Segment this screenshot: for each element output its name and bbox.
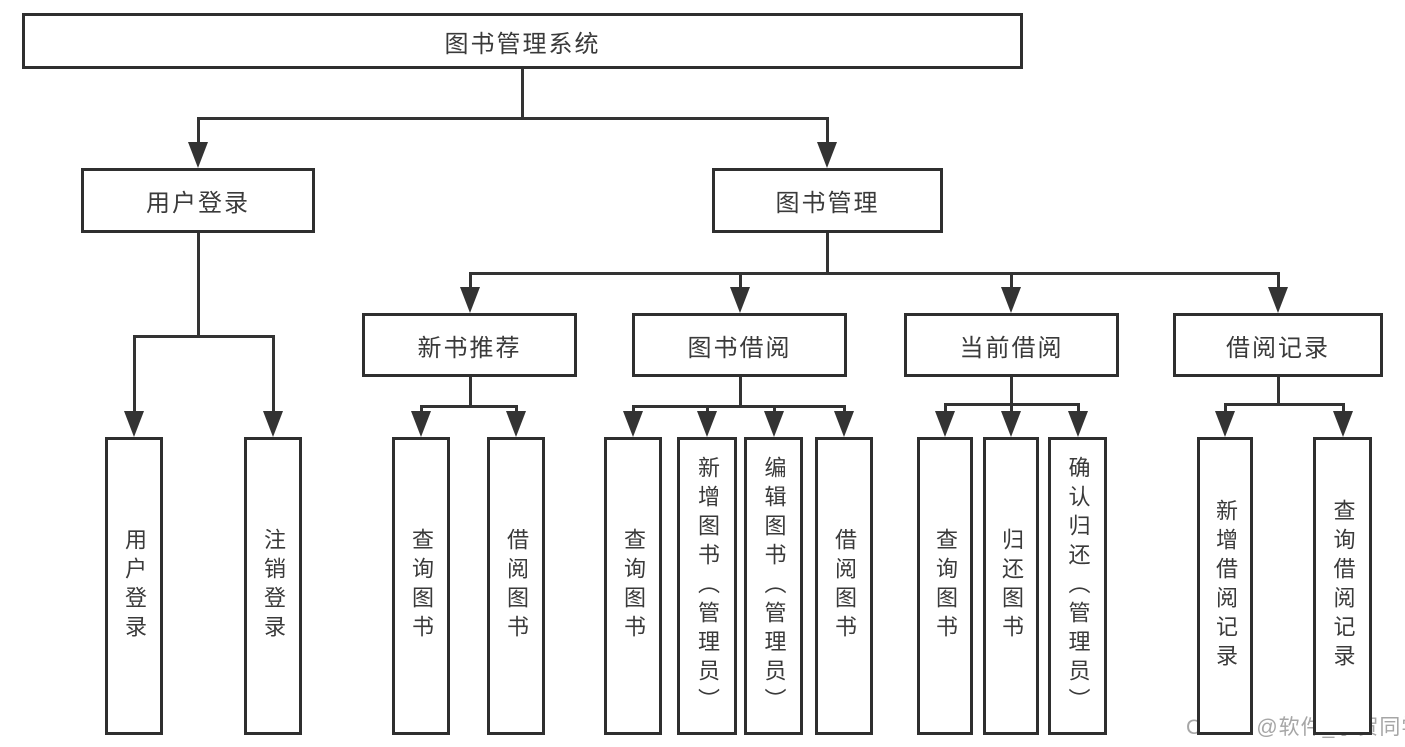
node-leaf-return-books: 归还图书 bbox=[983, 437, 1039, 735]
node-leaf-borrow-books-1: 借阅图书 bbox=[487, 437, 545, 735]
node-leaf-edit-books-label: 编辑图书（管理员） bbox=[761, 455, 787, 717]
node-leaf-return-books-label: 归还图书 bbox=[999, 528, 1024, 644]
connector-line-horizontal bbox=[197, 117, 829, 120]
arrowhead-down-icon bbox=[1333, 411, 1353, 437]
arrowhead-down-icon bbox=[124, 411, 144, 437]
arrowhead-down-icon bbox=[411, 411, 431, 437]
connector-line-vertical bbox=[197, 232, 200, 337]
connector-arrow-stem bbox=[1010, 272, 1013, 291]
connector-arrow-stem bbox=[1277, 272, 1280, 291]
arrowhead-down-icon bbox=[764, 411, 784, 437]
connector-line-vertical bbox=[739, 376, 742, 407]
arrowhead-down-icon bbox=[697, 411, 717, 437]
connector-arrow-stem bbox=[706, 405, 709, 415]
node-leaf-add-record-label: 新增借阅记录 bbox=[1213, 499, 1238, 673]
arrowhead-down-icon bbox=[188, 142, 208, 168]
node-leaf-query-books-3: 查询图书 bbox=[917, 437, 973, 735]
node-borrowing-records: 借阅记录 bbox=[1173, 313, 1383, 377]
connector-line-horizontal bbox=[420, 405, 518, 408]
node-leaf-query-books-3-label: 查询图书 bbox=[933, 528, 958, 644]
arrowhead-down-icon bbox=[817, 142, 837, 168]
connector-line-vertical bbox=[1277, 376, 1280, 405]
node-user-login: 用户登录 bbox=[81, 168, 315, 233]
connector-line-vertical bbox=[521, 68, 524, 119]
node-leaf-user-login-label: 用户登录 bbox=[122, 528, 147, 644]
connector-arrow-stem bbox=[1224, 403, 1227, 415]
node-book-borrowing: 图书借阅 bbox=[632, 313, 847, 377]
node-leaf-query-books-2: 查询图书 bbox=[604, 437, 662, 735]
node-current-borrowing-label: 当前借阅 bbox=[959, 334, 1064, 362]
connector-arrow-stem bbox=[826, 117, 829, 146]
node-leaf-borrow-books-1-label: 借阅图书 bbox=[504, 528, 529, 644]
connector-arrow-stem bbox=[420, 405, 423, 415]
node-leaf-logout: 注销登录 bbox=[244, 437, 302, 735]
node-leaf-query-record: 查询借阅记录 bbox=[1313, 437, 1372, 735]
connector-line-vertical bbox=[826, 232, 829, 274]
node-leaf-add-books: 新增图书（管理员） bbox=[677, 437, 737, 735]
connector-line-horizontal bbox=[469, 272, 1280, 275]
node-leaf-add-record: 新增借阅记录 bbox=[1197, 437, 1253, 735]
node-root: 图书管理系统 bbox=[22, 13, 1023, 69]
connector-arrow-stem bbox=[272, 335, 275, 415]
arrowhead-down-icon bbox=[460, 287, 480, 313]
connector-arrow-stem bbox=[197, 117, 200, 146]
node-leaf-query-books-2-label: 查询图书 bbox=[621, 528, 646, 644]
arrowhead-down-icon bbox=[730, 287, 750, 313]
node-leaf-user-login: 用户登录 bbox=[105, 437, 163, 735]
connector-arrow-stem bbox=[133, 335, 136, 415]
node-leaf-confirm-return-label: 确认归还（管理员） bbox=[1065, 455, 1091, 717]
connector-line-horizontal bbox=[632, 405, 846, 408]
node-leaf-borrow-books-2-label: 借阅图书 bbox=[832, 528, 857, 644]
connector-arrow-stem bbox=[1010, 403, 1013, 415]
connector-arrow-stem bbox=[773, 405, 776, 415]
node-current-borrowing: 当前借阅 bbox=[904, 313, 1119, 377]
connector-line-horizontal bbox=[1224, 403, 1345, 406]
node-leaf-query-books-1: 查询图书 bbox=[392, 437, 450, 735]
node-leaf-confirm-return: 确认归还（管理员） bbox=[1048, 437, 1107, 735]
arrowhead-down-icon bbox=[623, 411, 643, 437]
connector-arrow-stem bbox=[1077, 403, 1080, 415]
node-book-borrowing-label: 图书借阅 bbox=[687, 334, 792, 362]
arrowhead-down-icon bbox=[506, 411, 526, 437]
arrowhead-down-icon bbox=[834, 411, 854, 437]
arrowhead-down-icon bbox=[1001, 411, 1021, 437]
node-leaf-logout-label: 注销登录 bbox=[261, 528, 286, 644]
node-book-management: 图书管理 bbox=[712, 168, 943, 233]
node-leaf-query-books-1-label: 查询图书 bbox=[409, 528, 434, 644]
arrowhead-down-icon bbox=[1215, 411, 1235, 437]
connector-line-vertical bbox=[1010, 376, 1013, 405]
arrowhead-down-icon bbox=[263, 411, 283, 437]
node-leaf-add-books-label: 新增图书（管理员） bbox=[695, 455, 720, 717]
connector-arrow-stem bbox=[469, 272, 472, 291]
arrowhead-down-icon bbox=[935, 411, 955, 437]
node-new-book-recommend: 新书推荐 bbox=[362, 313, 577, 377]
connector-line-vertical bbox=[469, 376, 472, 407]
arrowhead-down-icon bbox=[1001, 287, 1021, 313]
node-root-label: 图书管理系统 bbox=[444, 30, 601, 58]
node-book-management-label: 图书管理 bbox=[775, 190, 880, 217]
arrowhead-down-icon bbox=[1268, 287, 1288, 313]
connector-arrow-stem bbox=[632, 405, 635, 415]
connector-arrow-stem bbox=[515, 405, 518, 415]
node-new-book-recommend-label: 新书推荐 bbox=[417, 334, 522, 362]
node-leaf-query-record-label: 查询借阅记录 bbox=[1330, 499, 1356, 673]
connector-line-horizontal bbox=[133, 335, 275, 338]
connector-arrow-stem bbox=[739, 272, 742, 291]
connector-arrow-stem bbox=[944, 403, 947, 415]
node-user-login-label: 用户登录 bbox=[146, 190, 250, 217]
connector-arrow-stem bbox=[1342, 403, 1345, 415]
arrowhead-down-icon bbox=[1068, 411, 1088, 437]
node-leaf-borrow-books-2: 借阅图书 bbox=[815, 437, 873, 735]
node-leaf-edit-books: 编辑图书（管理员） bbox=[744, 437, 803, 735]
node-borrowing-records-label: 借阅记录 bbox=[1226, 334, 1330, 362]
connector-arrow-stem bbox=[843, 405, 846, 415]
